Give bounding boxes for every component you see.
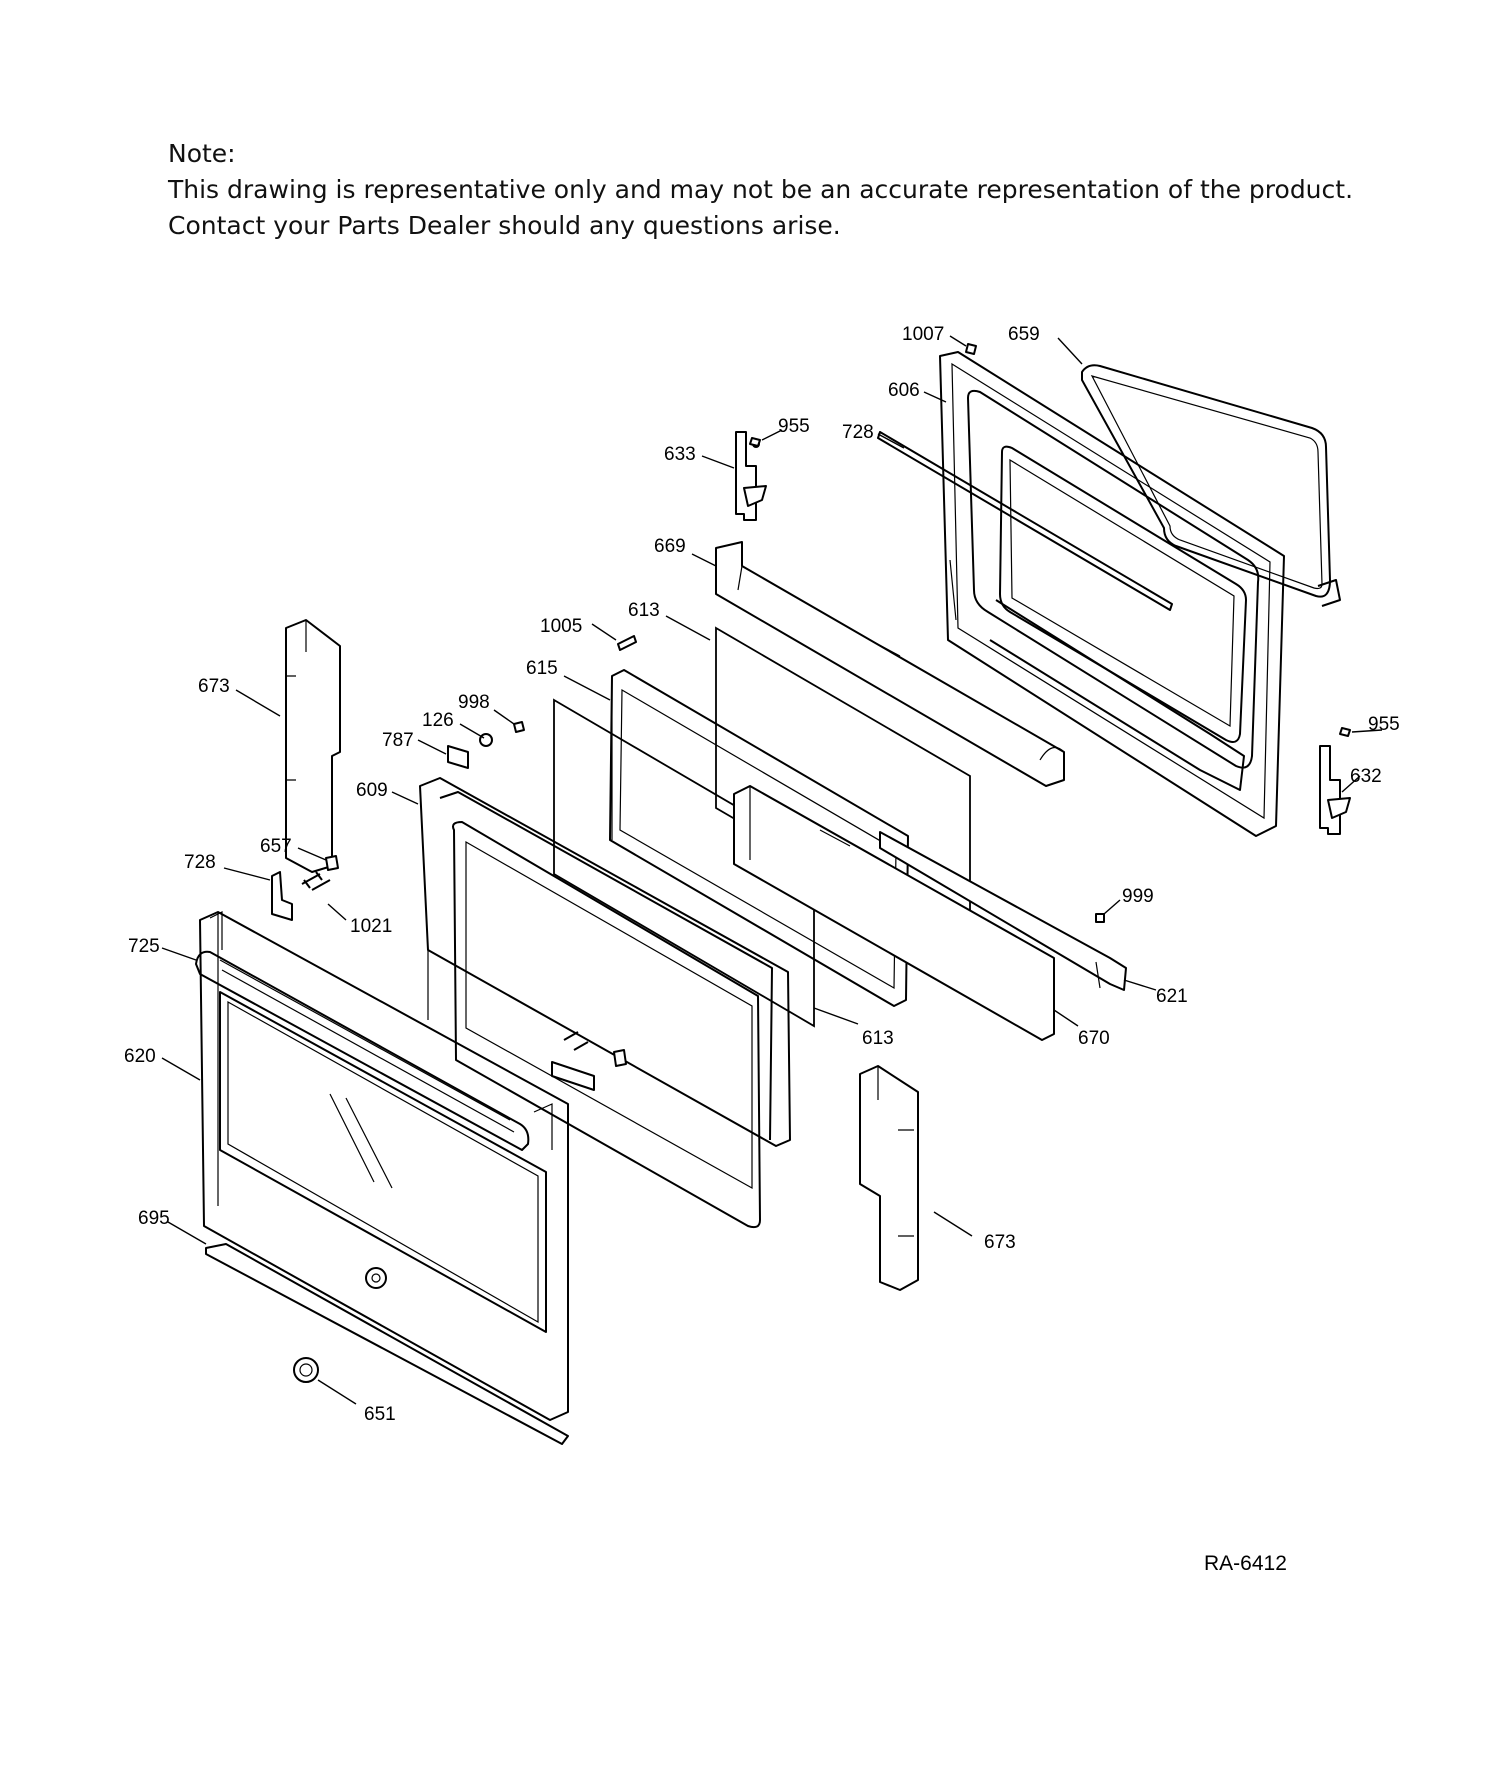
callout-673-left: 673 xyxy=(198,676,230,697)
callout-126: 126 xyxy=(422,710,454,731)
callout-1007: 1007 xyxy=(902,324,944,345)
part-606-inner-liner xyxy=(939,351,1285,837)
part-621-rail xyxy=(879,831,1127,991)
callout-615: 615 xyxy=(526,658,558,679)
part-787-bracket xyxy=(447,745,469,769)
drawing-reference-code: RA-6412 xyxy=(1204,1552,1287,1575)
note-heading: Note: xyxy=(168,139,236,168)
part-670-insulation-strip xyxy=(733,785,1055,1041)
part-1007-screw xyxy=(965,343,977,355)
part-659-gasket xyxy=(1081,364,1341,607)
part-633-hinge-left xyxy=(735,431,767,521)
part-998-screw xyxy=(513,721,525,733)
callout-621: 621 xyxy=(1156,986,1188,1007)
part-999-screw xyxy=(1095,913,1105,923)
callout-725: 725 xyxy=(128,936,160,957)
callout-659: 659 xyxy=(1008,324,1040,345)
callout-1005: 1005 xyxy=(540,616,582,637)
callout-613-bottom: 613 xyxy=(862,1028,894,1049)
part-673-insulation-right xyxy=(859,1065,919,1291)
callout-728-left: 728 xyxy=(184,852,216,873)
part-695-bottom-trim xyxy=(205,1243,569,1445)
part-620-outer-door xyxy=(199,911,569,1421)
part-613-glass-bottom xyxy=(553,698,815,1028)
note-line-2: Contact your Parts Dealer should any que… xyxy=(168,211,841,240)
part-725-handle xyxy=(195,950,530,1151)
callout-609: 609 xyxy=(356,780,388,801)
part-955-screw-right xyxy=(1339,727,1351,737)
part-609-door-frame xyxy=(419,777,791,1229)
callout-955-right: 955 xyxy=(1368,714,1400,735)
callout-633: 633 xyxy=(664,444,696,465)
part-651-badge xyxy=(293,1357,319,1383)
part-615-glass-frame xyxy=(609,669,909,1007)
callout-657: 657 xyxy=(260,836,292,857)
part-728-rod-top xyxy=(877,431,1173,611)
disclaimer-note: Note: This drawing is representative onl… xyxy=(168,136,1418,244)
callout-999: 999 xyxy=(1122,886,1154,907)
part-669-insulation-top xyxy=(715,541,1065,787)
part-632-hinge-right xyxy=(1319,745,1351,835)
callout-651: 651 xyxy=(364,1404,396,1425)
callout-787: 787 xyxy=(382,730,414,751)
callout-728-top: 728 xyxy=(842,422,874,443)
callout-695: 695 xyxy=(138,1208,170,1229)
part-657-bracket xyxy=(325,855,339,871)
callout-669: 669 xyxy=(654,536,686,557)
part-1005-screw xyxy=(617,635,637,651)
callout-955-top: 955 xyxy=(778,416,810,437)
callout-673-right: 673 xyxy=(984,1232,1016,1253)
callout-606: 606 xyxy=(888,380,920,401)
part-center-bracket xyxy=(551,1031,627,1091)
callout-labels: 1007 659 606 955 728 633 669 1005 613 67… xyxy=(124,324,1400,1425)
part-673-insulation-left xyxy=(285,619,341,873)
callout-1021: 1021 xyxy=(350,916,392,937)
callout-613-top: 613 xyxy=(628,600,660,621)
part-1021-screws xyxy=(301,871,331,891)
part-126-nut xyxy=(479,733,493,747)
callout-998: 998 xyxy=(458,692,490,713)
callout-632: 632 xyxy=(1350,766,1382,787)
part-955-screw-top xyxy=(749,437,761,447)
leader-lines xyxy=(161,335,1383,1405)
note-line-1: This drawing is representative only and … xyxy=(168,175,1354,204)
part-728-bracket-left xyxy=(271,871,293,921)
callout-670: 670 xyxy=(1078,1028,1110,1049)
callout-620: 620 xyxy=(124,1046,156,1067)
